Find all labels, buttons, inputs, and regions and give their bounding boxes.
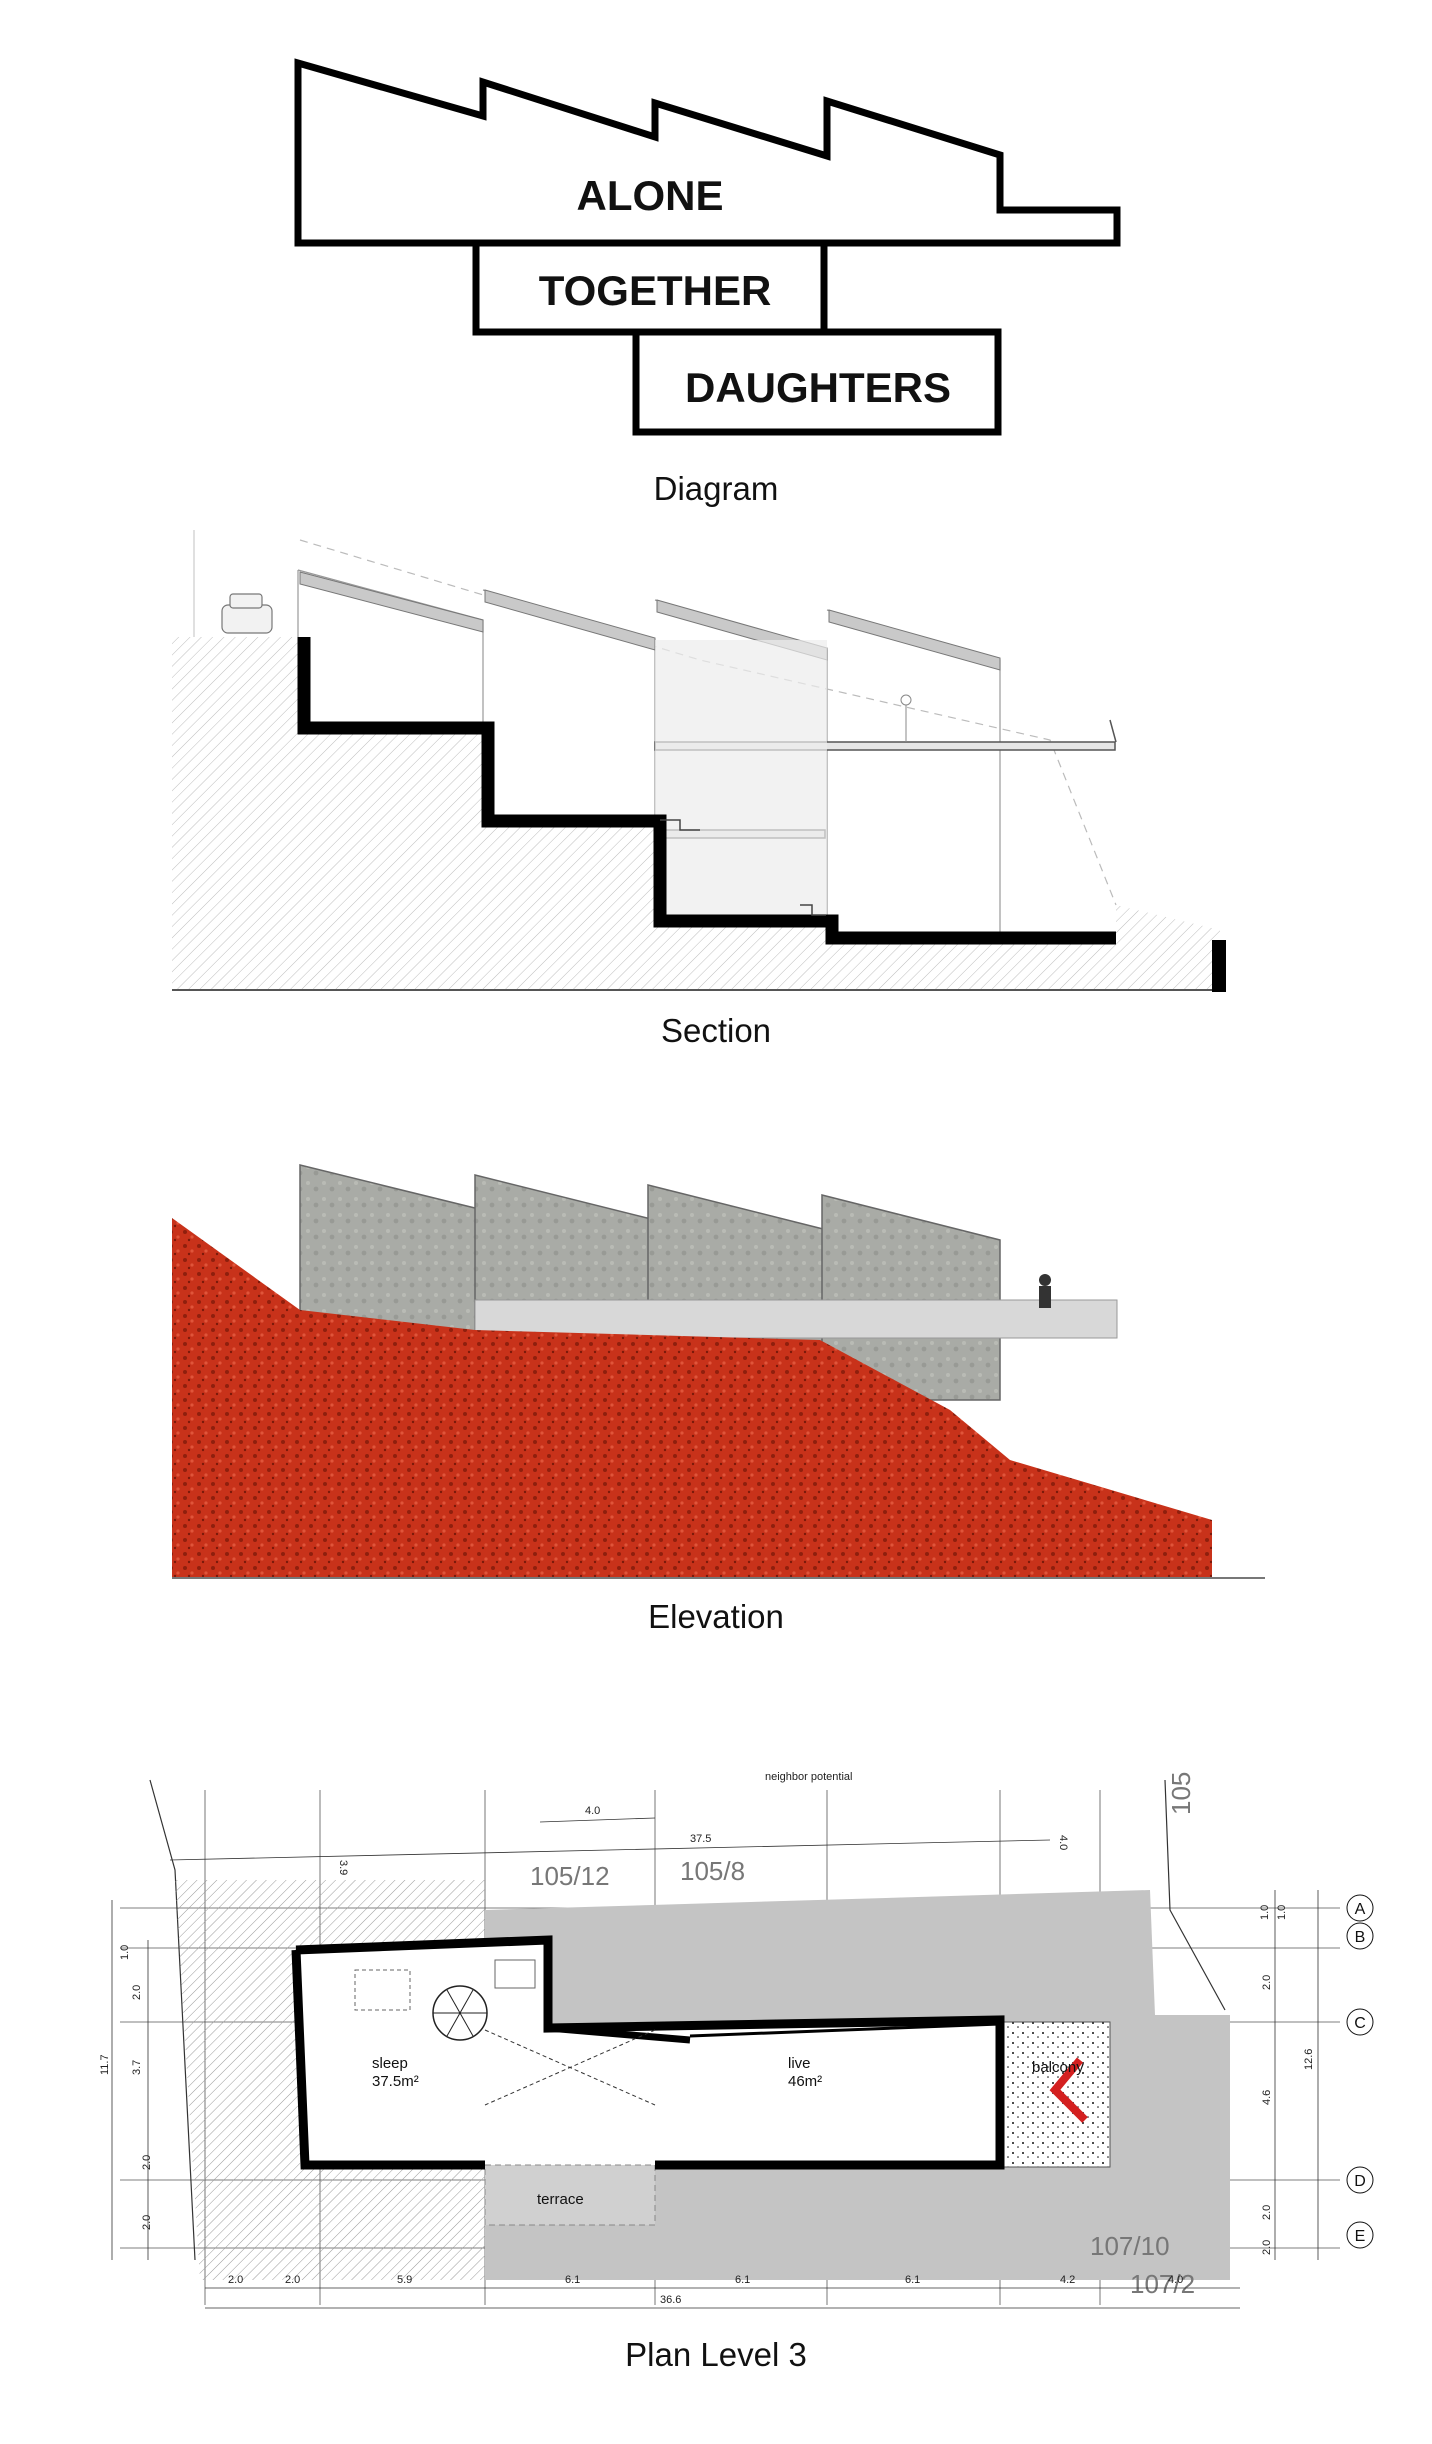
plan-site-boundary-right (1164, 1779, 1226, 2011)
svg-text:11.7: 11.7 (99, 2054, 111, 2075)
plan-void-cross (484, 2029, 656, 2106)
section-stair-lower (800, 904, 826, 916)
plan-top-dimensions: 4.0 37.5 3.9 4.0 (169, 1805, 1069, 1875)
svg-text:6.1: 6.1 (735, 2274, 750, 2286)
svg-text:2.0: 2.0 (141, 2215, 153, 2230)
section-person-figure (900, 694, 912, 742)
elevation-drawing (172, 1164, 1265, 1579)
plan-drawing: sleep 37.5m² live 46m² balcony terrace 1… (99, 1771, 1374, 2309)
svg-text:4.0: 4.0 (1057, 1835, 1069, 1850)
svg-text:12.6: 12.6 (1303, 2049, 1315, 2070)
plan-furniture (494, 1959, 536, 1989)
svg-text:1.0: 1.0 (119, 1945, 131, 1960)
plan-interior (300, 1942, 1000, 2165)
room-sleep-area: 37.5m² (372, 2073, 419, 2090)
svg-text:4.0: 4.0 (585, 1805, 600, 1817)
svg-text:2.0: 2.0 (228, 2274, 243, 2286)
svg-text:3.9: 3.9 (337, 1860, 349, 1875)
word-together: TOGETHER (539, 267, 772, 314)
svg-text:4.2: 4.2 (1060, 2274, 1075, 2286)
plan-terrace (484, 2164, 656, 2226)
room-balcony-label: balcony (1032, 2059, 1084, 2076)
plan-bottom-dimensions: 2.0 2.0 5.9 6.1 6.1 6.1 4.2 4.0 36.6 (205, 2274, 1240, 2309)
elevation-panel (0, 1130, 1432, 1610)
svg-text:4.0: 4.0 (1168, 2274, 1183, 2286)
section-end-wall (1212, 940, 1226, 992)
svg-text:4.6: 4.6 (1261, 2090, 1273, 2105)
svg-text:A: A (1355, 1901, 1366, 1918)
plan-dim-total: 36.6 (660, 2294, 681, 2306)
plan-walls-left (291, 1949, 485, 2170)
svg-text:2.0: 2.0 (285, 2274, 300, 2286)
section-shaded-volume (655, 640, 827, 915)
svg-text:C: C (1354, 2015, 1366, 2032)
elevation-person-figure (1039, 1274, 1051, 1308)
section-cut-wall (297, 637, 1116, 945)
elevation-terrace-slab (474, 1299, 1118, 1339)
plan-red-arrow-mark (1049, 2057, 1088, 2123)
svg-text:1.0: 1.0 (1276, 1905, 1288, 1920)
svg-text:2.0: 2.0 (1261, 2240, 1273, 2255)
plan-left-dimensions: 1.0 2.0 3.7 2.0 2.0 11.7 (99, 1900, 153, 2260)
svg-text:2.0: 2.0 (141, 2155, 153, 2170)
parcel-105-8: 105/8 (680, 1856, 745, 1886)
svg-text:6.1: 6.1 (905, 2274, 920, 2286)
section-roof-slabs (299, 571, 1001, 671)
parcel-107-2: 107/2 (1130, 2269, 1195, 2299)
plan-site-boundary (149, 1779, 196, 2261)
section-drawing (172, 530, 1226, 992)
svg-text:1.0: 1.0 (1259, 1905, 1271, 1920)
svg-text:E: E (1355, 2228, 1366, 2245)
plan-wall-diagonal (547, 2024, 691, 2044)
plan-wall-window (689, 2022, 1001, 2038)
room-live-label: live (788, 2055, 811, 2072)
room-terrace-label: terrace (537, 2191, 584, 2208)
svg-text:37.5: 37.5 (690, 1833, 711, 1845)
section-caption: Section (660, 1012, 772, 1049)
diagram-caption: Diagram (653, 470, 779, 507)
room-sleep-label: sleep (372, 2055, 408, 2072)
plan-right-dimensions: 1.0 1.0 2.0 4.6 2.0 2.0 12.6 (1259, 1890, 1319, 2260)
daughters-box (632, 328, 1002, 436)
parcel-105-12: 105/12 (530, 1861, 610, 1891)
plan-spiral-stair (432, 1985, 488, 2041)
section-stair (660, 819, 700, 831)
plan-bed (354, 1969, 411, 2011)
svg-text:2.0: 2.0 (131, 1985, 143, 2000)
svg-text:5.9: 5.9 (397, 2274, 412, 2286)
section-car-figure (221, 593, 273, 634)
diagram-panel: ALONE TOGETHER DAUGHTERS (0, 40, 1432, 460)
svg-text:2.0: 2.0 (1261, 1975, 1273, 1990)
elevation-earth-mass (172, 1218, 1212, 1577)
svg-text:D: D (1354, 2173, 1366, 2190)
room-live-area: 46m² (788, 2073, 822, 2090)
parcel-105: 105 (1166, 1772, 1196, 1815)
svg-text:2.0: 2.0 (1261, 2205, 1273, 2220)
word-alone: ALONE (577, 172, 724, 219)
diagram-graphic: ALONE TOGETHER DAUGHTERS (294, 58, 1121, 436)
plan-caption: Plan Level 3 (625, 2336, 807, 2373)
plan-panel: sleep 37.5m² live 46m² balcony terrace 1… (0, 1760, 1432, 2320)
svg-text:6.1: 6.1 (565, 2274, 580, 2286)
alone-sawtooth-outline (294, 58, 1121, 247)
section-panel (0, 510, 1432, 1000)
together-box (472, 239, 828, 336)
neighbor-potential-label: neighbor potential (765, 1771, 852, 1783)
svg-text:B: B (1355, 1929, 1366, 1946)
plan-walls (295, 1935, 1005, 2170)
parcel-107-10: 107/10 (1090, 2231, 1170, 2261)
plan-grid-axis-bubbles: A B C D E (1346, 1894, 1374, 2249)
word-daughters: DAUGHTERS (685, 364, 951, 411)
elevation-caption: Elevation (648, 1598, 784, 1635)
svg-text:3.7: 3.7 (131, 2060, 143, 2075)
